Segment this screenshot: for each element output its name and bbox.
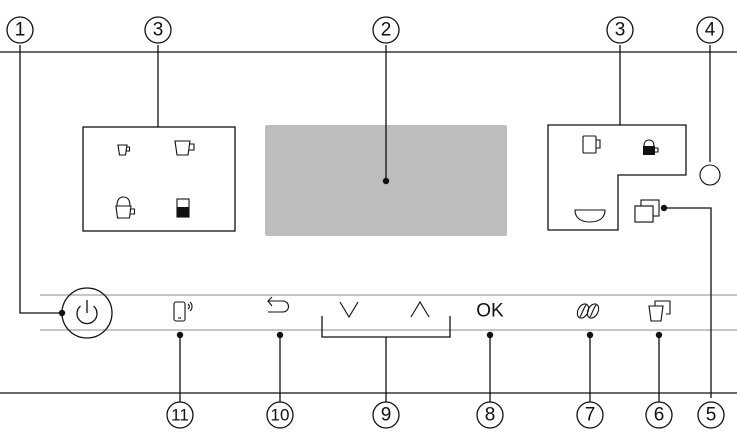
svg-text:11: 11 [171, 406, 189, 425]
callout-3b: 3 [606, 16, 634, 44]
svg-text:9: 9 [381, 405, 392, 426]
maintenance-cup-icon[interactable] [648, 300, 671, 322]
svg-text:5: 5 [706, 405, 717, 426]
back-arrow-icon[interactable] [267, 296, 289, 313]
svg-text:3: 3 [615, 20, 626, 41]
espresso-cup-icon[interactable] [117, 144, 131, 156]
svg-text:7: 7 [585, 405, 596, 426]
ok-button[interactable]: OK [476, 301, 504, 322]
mobile-control-icon[interactable] [173, 301, 193, 322]
callout-3a: 3 [144, 16, 172, 44]
drink-selection-right-panel [547, 124, 687, 231]
svg-text:4: 4 [705, 20, 716, 41]
callout-7: 7 [576, 401, 604, 429]
svg-text:1: 1 [15, 20, 26, 41]
callout-11: 11 [166, 401, 194, 429]
callout-2: 2 [372, 16, 400, 44]
callout-5: 5 [697, 401, 725, 429]
pot-of-coffee-icon[interactable] [574, 209, 606, 223]
coffee-cup-icon[interactable] [174, 140, 195, 156]
callout-4: 4 [696, 16, 724, 44]
milk-coffee-icon[interactable] [643, 139, 659, 155]
svg-text:3: 3 [153, 20, 164, 41]
callout-5-leader [664, 207, 712, 398]
callout-1: 1 [6, 16, 34, 44]
svg-text:2: 2 [381, 20, 392, 41]
svg-text:6: 6 [654, 405, 665, 426]
latte-macchiato-glass-icon[interactable] [176, 198, 190, 218]
svg-text:8: 8 [485, 405, 496, 426]
large-mug-icon[interactable] [582, 135, 601, 154]
chevron-down-icon[interactable] [339, 301, 359, 319]
callout-10: 10 [266, 401, 294, 429]
coffee-beans-icon[interactable] [575, 302, 601, 320]
callout-1-leader [19, 45, 62, 314]
two-cups-button[interactable] [634, 199, 660, 223]
callout-6: 6 [645, 401, 673, 429]
svg-text:10: 10 [271, 406, 290, 425]
sensor-light-icon [699, 164, 721, 186]
drink-selection-left-panel [82, 126, 236, 232]
cappuccino-cup-icon[interactable] [115, 196, 136, 219]
arrow-buttons-bracket [321, 316, 451, 338]
callout-8: 8 [476, 401, 504, 429]
chevron-up-icon[interactable] [410, 300, 430, 318]
callout-9: 9 [372, 401, 400, 429]
